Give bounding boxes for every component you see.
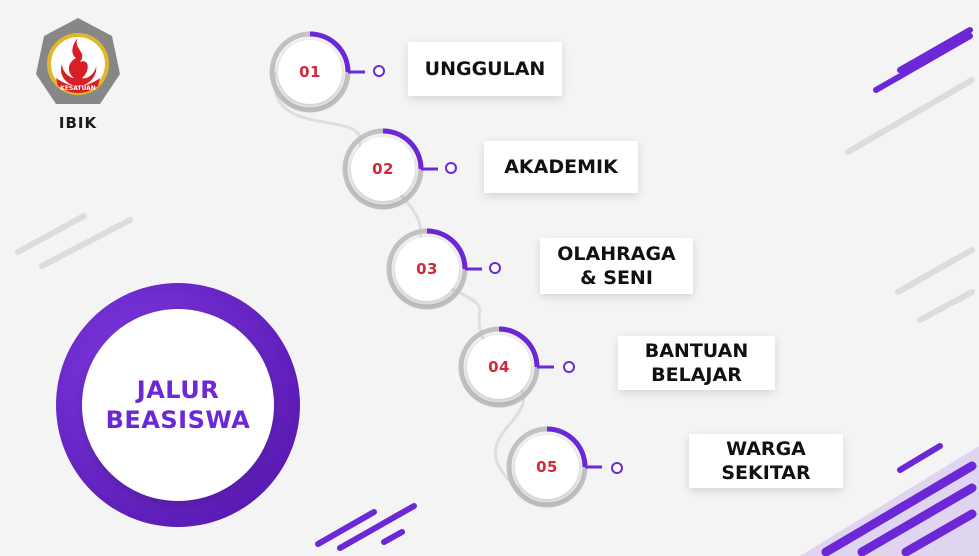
- step-number-4: 04: [488, 358, 510, 376]
- step-ring-4: [458, 326, 554, 408]
- step-label-4: BANTUAN BELAJAR: [618, 336, 775, 390]
- step-circle-5: 05: [515, 435, 579, 499]
- hero-title-line-2: BEASISWA: [105, 406, 251, 434]
- logo-ribbon-text: KESATUAN: [60, 85, 96, 92]
- step-number-1: 01: [299, 63, 321, 81]
- corner-shade: [800, 446, 979, 556]
- step-label-2: AKADEMIK: [484, 141, 638, 193]
- connector-dot-2: [445, 162, 457, 174]
- step-label-4-line-2: BELAJAR: [651, 364, 742, 386]
- step-label-3-line-1: OLAHRAGA: [557, 243, 676, 265]
- connector-dot-3: [489, 262, 501, 274]
- step-number-3: 03: [416, 260, 438, 278]
- step-label-3-line-2: & SENI: [580, 267, 653, 289]
- step-ring-1: [269, 31, 365, 113]
- step-ring-3: [386, 228, 482, 310]
- connector-dot-4: [563, 361, 575, 373]
- step-label-4-line-1: BANTUAN: [644, 340, 749, 362]
- hero-title-line-1: JALUR: [136, 376, 220, 404]
- step-circle-1: 01: [278, 40, 342, 104]
- hero-circle: JALUR BEASISWA: [82, 309, 274, 501]
- ibik-logo: KESATUAN IBIK: [28, 14, 128, 134]
- step-circle-3: 03: [395, 237, 459, 301]
- corner-stripes: [821, 461, 977, 556]
- grey-stripes: [15, 77, 975, 323]
- step-ring-2: [342, 128, 438, 210]
- step-label-5-line-1: WARGA: [726, 438, 806, 460]
- step-circle-4: 04: [467, 335, 531, 399]
- purple-stripes: [315, 27, 973, 551]
- connector-dot-1: [373, 65, 385, 77]
- step-circle-2: 02: [351, 137, 415, 201]
- shield-emblem-icon: KESATUAN: [36, 18, 120, 104]
- step-number-5: 05: [536, 458, 558, 476]
- step-label-1: UNGGULAN: [408, 42, 562, 96]
- step-label-5: WARGA SEKITAR: [689, 434, 843, 488]
- step-number-2: 02: [372, 160, 394, 178]
- connector-dot-5: [611, 462, 623, 474]
- step-label-1-line-1: UNGGULAN: [424, 58, 546, 80]
- step-label-2-line-1: AKADEMIK: [504, 156, 618, 178]
- step-label-5-line-2: SEKITAR: [721, 462, 811, 484]
- step-label-3: OLAHRAGA & SENI: [540, 238, 693, 294]
- step-ring-5: [506, 426, 602, 508]
- logo-caption: IBIK: [58, 114, 98, 132]
